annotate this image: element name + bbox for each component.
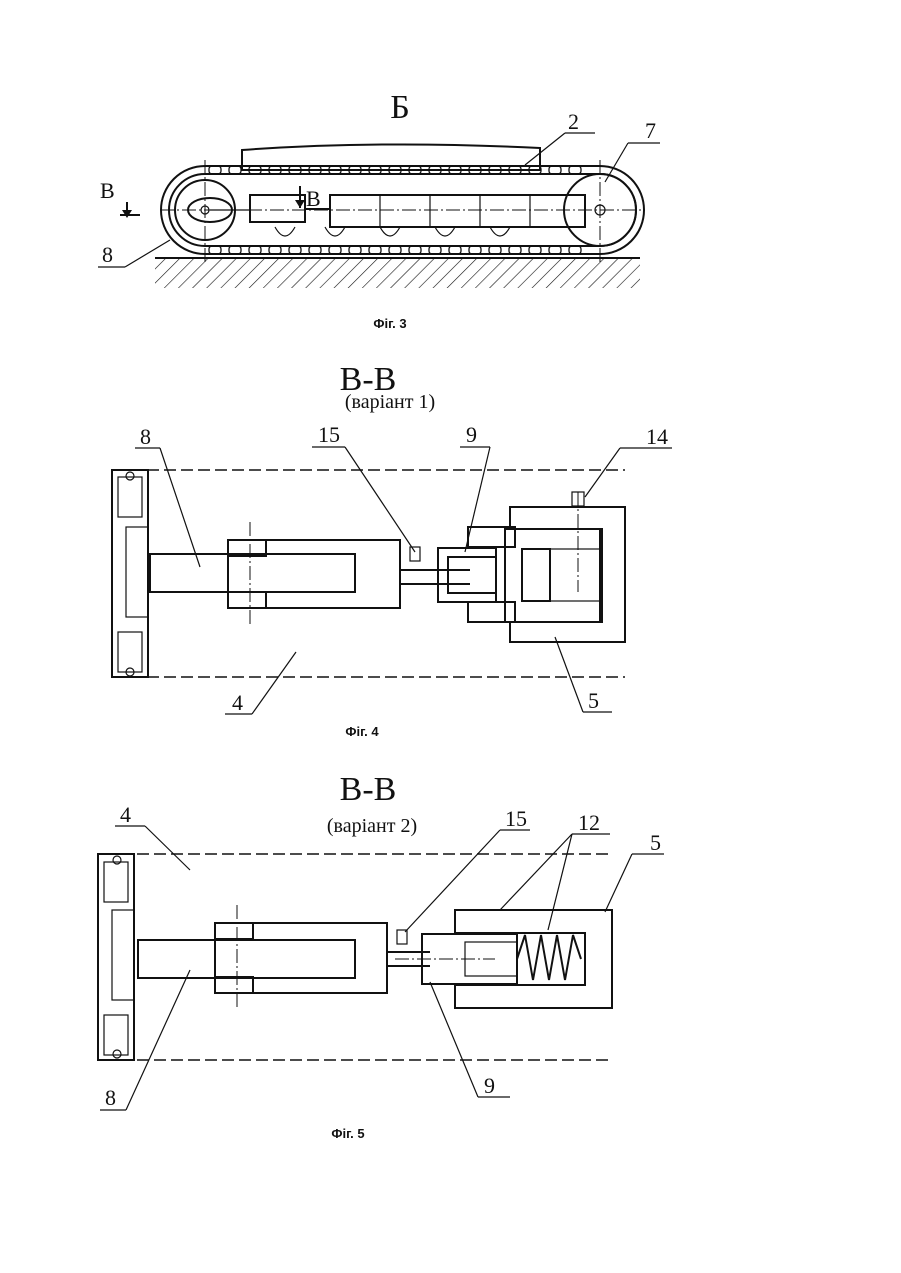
label-12: 12 [578,810,600,835]
track-link [329,246,341,254]
track-link [369,246,381,254]
track-link [309,246,321,254]
section-drawing-variant-2: В-В (варіант 2) 4 15 12 5 8 9 Фіг. 5 [0,770,901,1170]
track-link [569,166,581,174]
section-mark-left: В [100,178,115,203]
label-9: 9 [466,422,477,447]
label-4: 4 [120,802,131,827]
variant-label: (варіант 1) [345,391,435,413]
section-drawing-variant-1: В-В (варіант 1) 8 15 9 14 4 5 Фіг. 4 [0,352,901,752]
track-rollers [275,227,510,236]
filler [550,549,600,601]
ground [155,258,640,288]
track-frame [330,195,585,227]
track-link [509,246,521,254]
section-title: В-В [340,771,397,808]
track-link [289,246,301,254]
track-link [389,246,401,254]
rod-8 [138,940,355,978]
caption: Фіг. 5 [331,1126,364,1141]
figure-4: В-В (варіант 1) 8 15 9 14 4 5 Фіг. 4 [0,352,901,752]
label-8: 8 [140,424,151,449]
section-mark-right: В [306,186,321,211]
label-9: 9 [484,1073,495,1098]
variant-label: (варіант 2) [327,815,417,837]
track-link [469,246,481,254]
label-8: 8 [102,242,113,267]
track-link [409,246,421,254]
label-15: 15 [505,806,527,831]
rod-8 [150,554,355,592]
label-14: 14 [646,424,668,449]
label-15: 15 [318,422,340,447]
track-link [229,246,241,254]
figure-3: Б В В 2 7 8 Фіг. [0,70,901,340]
caption: Фіг. 4 [345,724,379,739]
track-drawing: Б В В 2 7 8 Фіг. [0,70,901,340]
label-8: 8 [105,1085,116,1110]
track-link [209,166,221,174]
caption: Фіг. 3 [373,316,406,331]
track-link [489,246,501,254]
track-link [569,246,581,254]
label-5: 5 [588,688,599,713]
track-link [349,246,361,254]
view-letter: Б [390,89,410,126]
spring-12 [517,935,581,980]
track-link [269,246,281,254]
label-7: 7 [645,118,656,143]
track-link [229,166,241,174]
figure-5: В-В (варіант 2) 4 15 12 5 8 9 Фіг. 5 [0,770,901,1170]
label-5: 5 [650,830,661,855]
track-link [209,246,221,254]
label-2: 2 [568,109,579,134]
label-4: 4 [232,690,243,715]
track-link [449,246,461,254]
track-link [529,246,541,254]
track-link [249,246,261,254]
track-link [429,246,441,254]
track-link [549,246,561,254]
track-link [549,166,561,174]
